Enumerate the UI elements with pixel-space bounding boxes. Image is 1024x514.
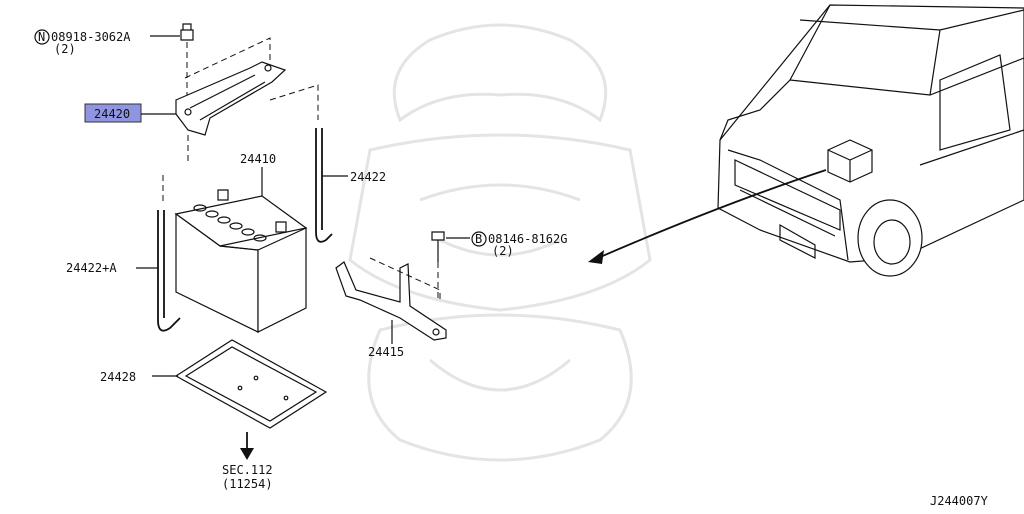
nut-icon bbox=[180, 23, 194, 41]
bolt-part: B 08146-8162G (2) bbox=[431, 231, 567, 298]
nut-qty: (2) bbox=[54, 42, 76, 56]
rod-part: 24422 bbox=[315, 128, 386, 243]
nut-part: N 08918-3062A (2) bbox=[34, 23, 194, 95]
tray-icon bbox=[174, 339, 328, 429]
diagram-id: J244007Y bbox=[930, 494, 989, 508]
battery-part: 24410 bbox=[174, 152, 308, 333]
bolt-symbol-circle bbox=[471, 231, 487, 247]
battery-terminal-icon bbox=[217, 189, 229, 201]
arrow-down-icon bbox=[240, 448, 254, 460]
rod-a-part: 24422+A bbox=[66, 210, 181, 332]
hold-down-callout: 24420 bbox=[94, 107, 130, 121]
bracket-part: 24415 bbox=[335, 257, 447, 359]
nut-callout: 08918-3062A bbox=[51, 30, 131, 44]
section-ref-callout: (11254) bbox=[222, 477, 273, 491]
watermark bbox=[348, 23, 652, 462]
section-callout: SEC.112 bbox=[222, 463, 273, 477]
tray-part: 24428 bbox=[100, 339, 328, 429]
bolt-qty: (2) bbox=[492, 244, 514, 258]
bolt-callout: 08146-8162G bbox=[488, 232, 567, 246]
vehicle-illustration bbox=[717, 4, 1024, 277]
rod-callout: 24422 bbox=[350, 170, 386, 184]
hold-down-bracket-icon bbox=[175, 61, 287, 136]
hold-down-part: 24420 bbox=[84, 37, 319, 205]
arrow-left-icon bbox=[588, 250, 604, 264]
battery-caps bbox=[193, 204, 267, 242]
nut-symbol: N bbox=[38, 30, 45, 44]
wheel-icon bbox=[857, 199, 923, 277]
battery-bracket-icon bbox=[335, 261, 447, 341]
tray-callout: 24428 bbox=[100, 370, 136, 384]
bolt-symbol: B bbox=[475, 232, 482, 246]
section-reference: SEC.112 (11254) bbox=[222, 432, 273, 491]
battery-callout: 24410 bbox=[240, 152, 276, 166]
rod-a-callout: 24422+A bbox=[66, 261, 117, 275]
nut-symbol-circle bbox=[34, 29, 50, 45]
locator-arrow bbox=[588, 169, 827, 264]
highlight-box bbox=[84, 103, 142, 123]
bolt-icon bbox=[431, 231, 445, 241]
battery-terminal-icon bbox=[275, 221, 287, 233]
bracket-callout: 24415 bbox=[368, 345, 404, 359]
